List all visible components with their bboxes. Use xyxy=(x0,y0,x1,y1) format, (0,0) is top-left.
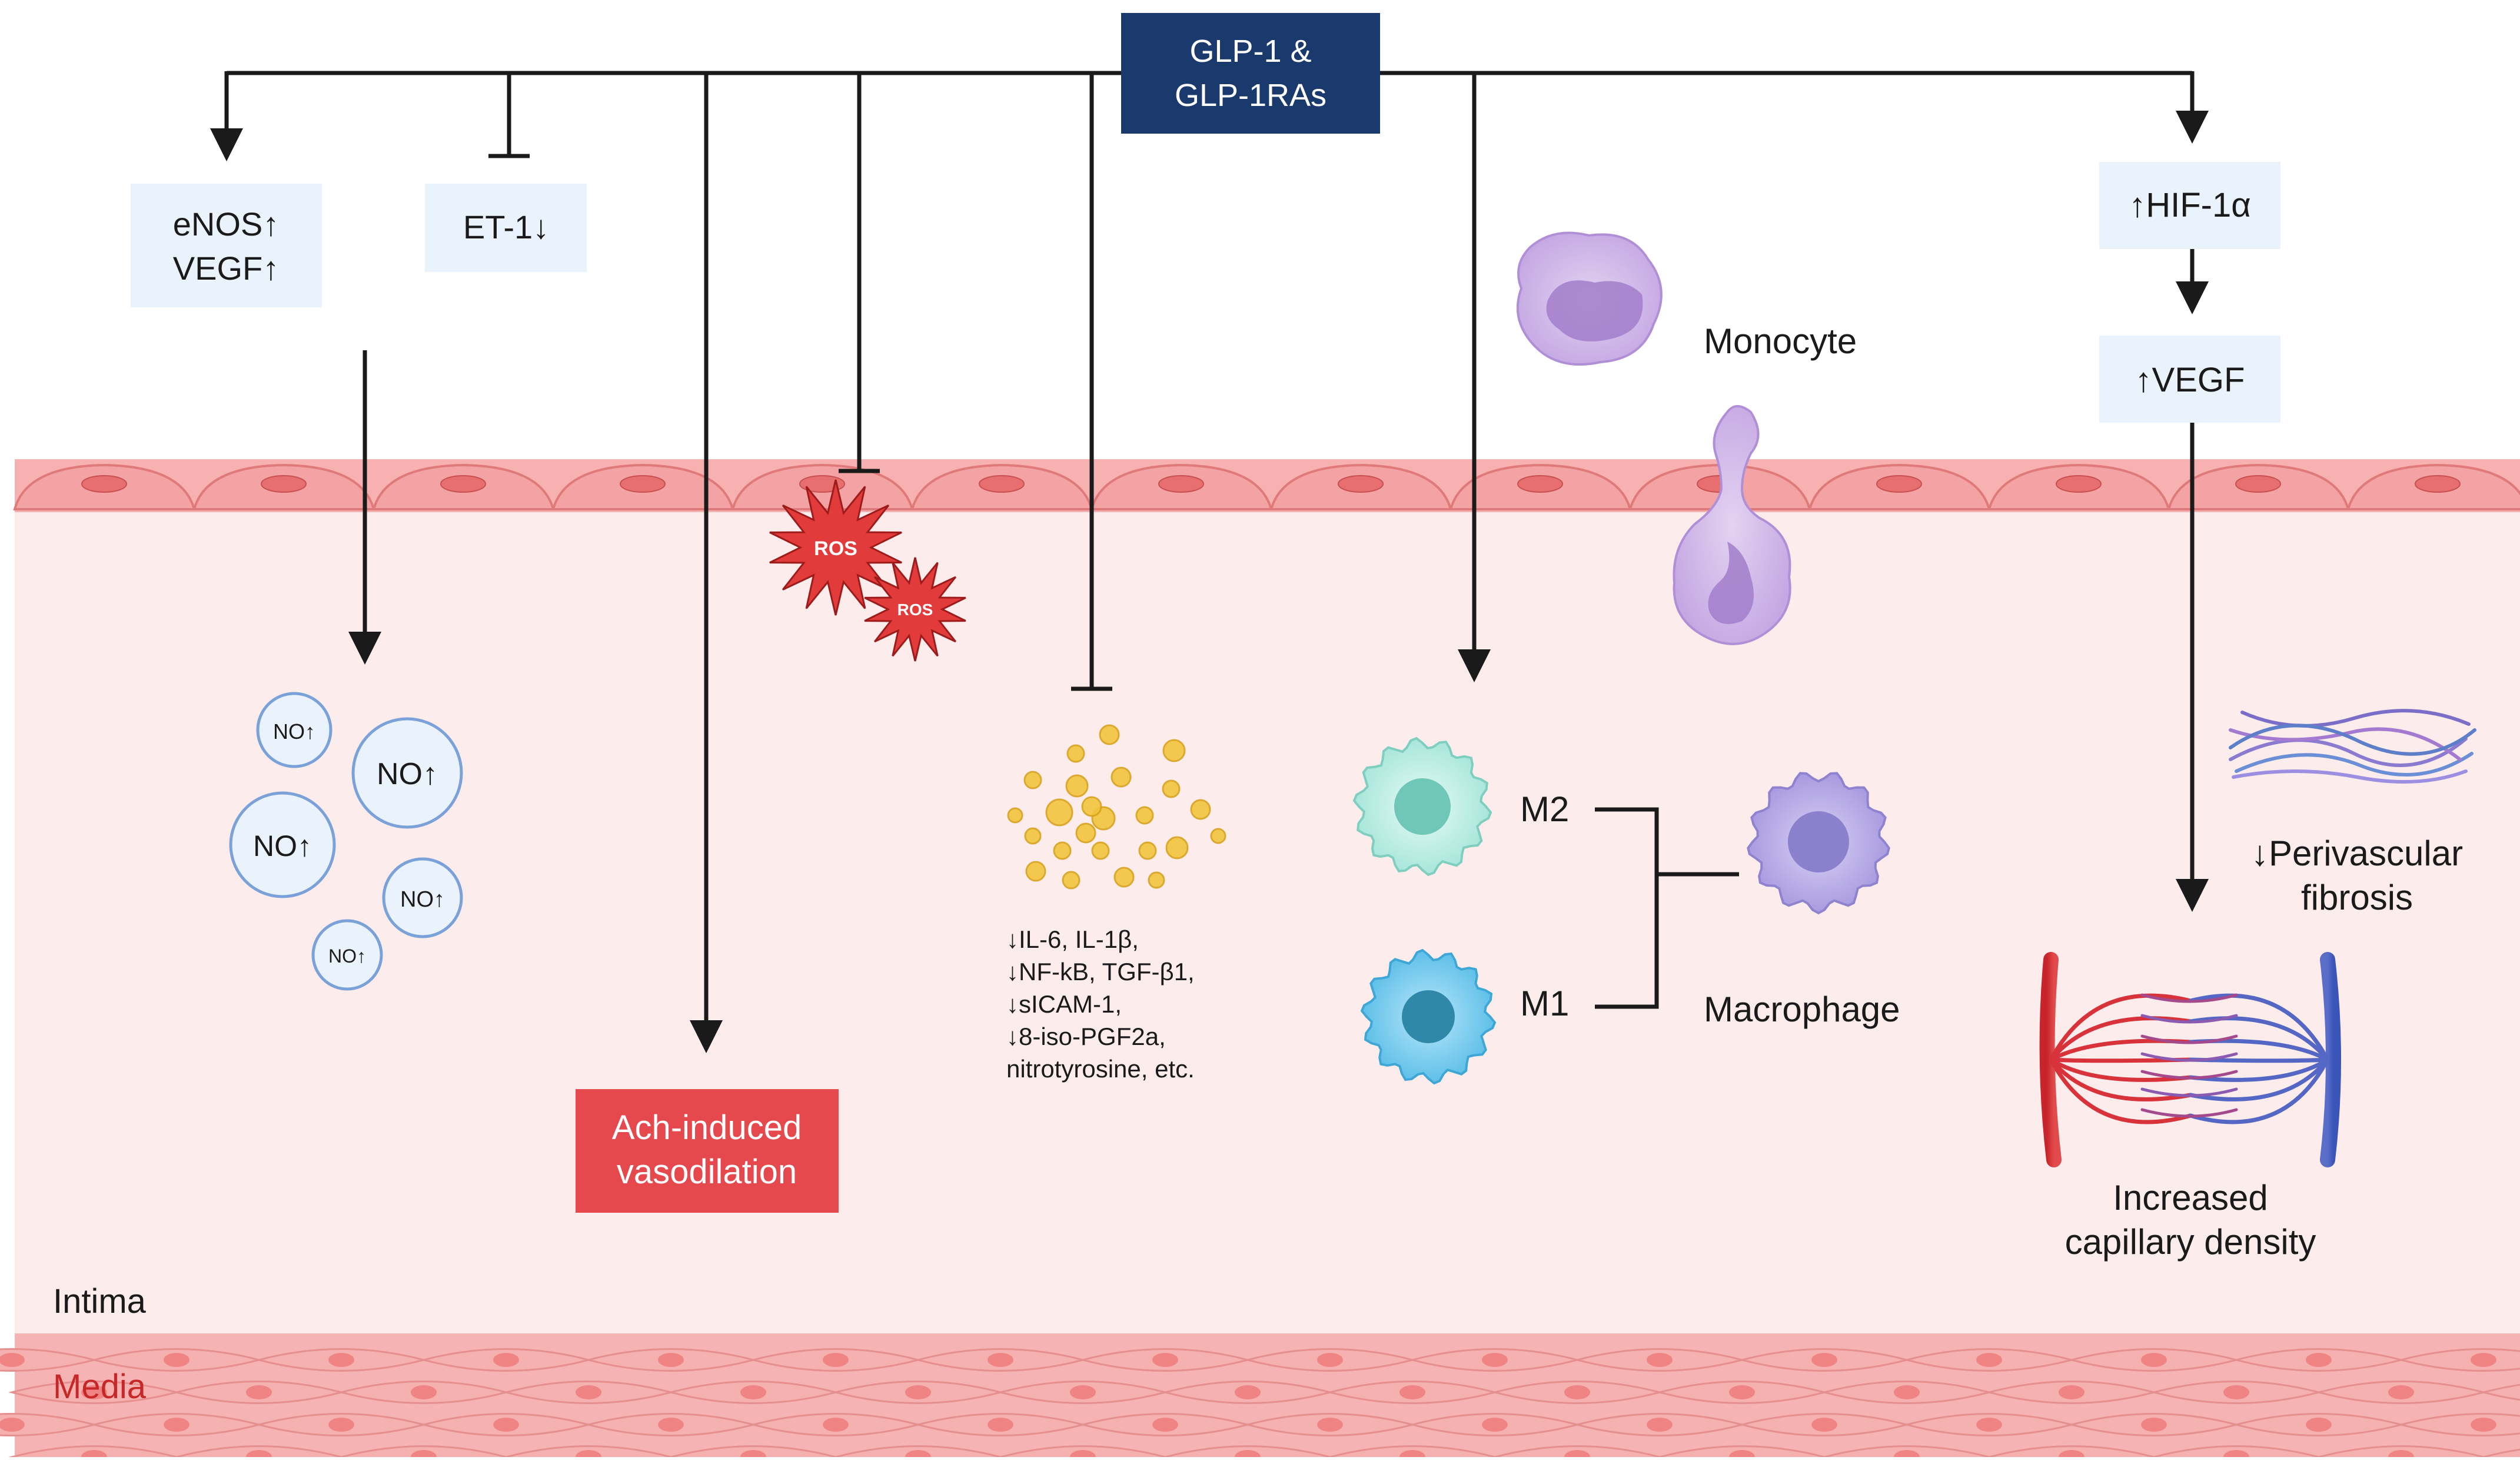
cytokine-line: ↓sICAM-1, xyxy=(1006,990,1122,1018)
monocyte-cell xyxy=(1516,231,1663,366)
ros-bursts: ROS ROS xyxy=(769,479,966,662)
ach-vasodilation-box: Ach-induced vasodilation xyxy=(576,1089,839,1213)
source-line1: GLP-1 & xyxy=(1189,34,1311,69)
capillary-line2: capillary density xyxy=(2065,1222,2316,1262)
ach-line1: Ach-induced xyxy=(612,1109,802,1147)
no-bubble: NO↑ xyxy=(229,791,336,898)
no-bubble: NO↑ xyxy=(256,692,333,768)
m1-macrophage xyxy=(1360,948,1497,1085)
et1-label: ET-1↓ xyxy=(463,208,549,245)
cytokine-labels: ↓IL-6, IL-1β, ↓NF-kB, TGF-β1, ↓sICAM-1, … xyxy=(1006,925,1195,1083)
svg-text:NO↑: NO↑ xyxy=(253,829,312,862)
capillary-line1: Increased xyxy=(2113,1178,2268,1217)
intima-label: Intima xyxy=(53,1282,147,1320)
vegf-box: ↑VEGF xyxy=(2099,336,2280,423)
svg-text:NO↑: NO↑ xyxy=(273,719,315,744)
ach-line2: vasodilation xyxy=(617,1153,797,1191)
hif-box: ↑HIF-1α xyxy=(2099,162,2280,249)
glp1-source-box: GLP-1 & GLP-1RAs xyxy=(1121,13,1380,134)
et1-box: ET-1↓ xyxy=(425,184,587,272)
fibrosis-fibers xyxy=(2229,709,2476,784)
enos-label: eNOS↑ xyxy=(173,205,280,243)
svg-text:NO↑: NO↑ xyxy=(377,757,438,791)
transmigrating-monocyte xyxy=(1673,405,1791,645)
no-bubble: NO↑ xyxy=(351,717,463,829)
vessel-wall xyxy=(0,459,2520,1460)
smooth-muscle-cells xyxy=(0,1348,2520,1460)
hif-label: ↑HIF-1α xyxy=(2129,186,2251,224)
vegf-label: VEGF↑ xyxy=(173,250,279,287)
media-label: Media xyxy=(53,1368,147,1406)
fibrosis-line2: fibrosis xyxy=(2301,878,2413,917)
no-bubbles: NO↑ NO↑ NO↑ NO↑ NO↑ xyxy=(229,692,463,991)
monocyte-label: Monocyte xyxy=(1704,321,1857,361)
cytokine-line: ↓IL-6, IL-1β, xyxy=(1006,925,1139,953)
fibrosis-line1: ↓Perivascular xyxy=(2251,834,2463,873)
no-bubble: NO↑ xyxy=(311,919,383,991)
svg-text:ROS: ROS xyxy=(814,537,857,560)
ros-burst: ROS xyxy=(864,557,966,662)
vegf-result-label: ↑VEGF xyxy=(2135,361,2245,399)
svg-text:ROS: ROS xyxy=(897,600,933,619)
svg-text:NO↑: NO↑ xyxy=(400,887,445,912)
capillary-network xyxy=(2039,952,2341,1167)
cytokine-line: ↓NF-kB, TGF-β1, xyxy=(1006,958,1195,986)
ros-burst: ROS xyxy=(769,479,902,616)
endothelial-cells xyxy=(13,463,2520,510)
macrophage-label: Macrophage xyxy=(1704,990,1900,1029)
source-line2: GLP-1RAs xyxy=(1175,78,1327,113)
macrophage-cell xyxy=(1747,772,1890,915)
enos-vegf-box: eNOS↑ VEGF↑ xyxy=(131,184,322,307)
cytokine-particles xyxy=(1007,724,1226,890)
cytokine-line: nitrotyrosine, etc. xyxy=(1006,1055,1195,1083)
m2-macrophage xyxy=(1352,736,1492,877)
svg-text:NO↑: NO↑ xyxy=(328,945,366,967)
m1-label: M1 xyxy=(1520,984,1569,1023)
cytokine-line: ↓8-iso-PGF2a, xyxy=(1006,1023,1166,1050)
m2-label: M2 xyxy=(1520,789,1569,829)
pathway-lines xyxy=(210,71,2209,1053)
no-bubble: NO↑ xyxy=(382,857,463,938)
